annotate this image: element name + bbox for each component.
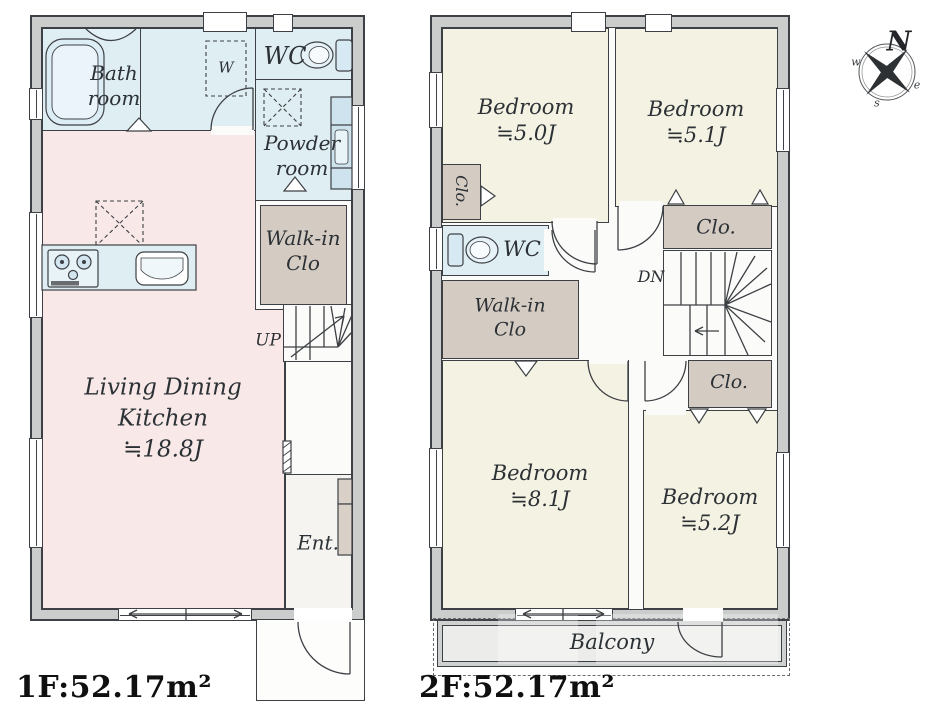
stairs-up-label: UP — [255, 330, 281, 351]
door-opening — [589, 356, 628, 364]
room-ldk — [42, 129, 285, 609]
window — [351, 105, 365, 190]
wc-2f-label: WC — [503, 236, 541, 261]
room-walkin-2f — [442, 280, 579, 359]
watermark-artifact — [498, 614, 578, 664]
compass-west-label: w — [851, 55, 861, 69]
compass-south-label: s — [874, 96, 880, 110]
compass-north-label: N — [886, 26, 912, 58]
room-closet-bottomright — [688, 360, 772, 408]
window — [29, 212, 43, 318]
window — [429, 227, 443, 271]
room-storage-1f — [285, 361, 352, 476]
door-opening — [683, 608, 723, 621]
compass-east-label: e — [913, 78, 921, 92]
bedroom-se-label: Bedroom≒5.2J — [661, 484, 759, 535]
area-label-1f: 1F:52.17m² — [16, 670, 213, 705]
wc-1f-label: WC — [263, 42, 307, 70]
room-bedroom-ne — [615, 28, 778, 207]
door-opening — [619, 201, 663, 209]
closet-left-label: Clo. — [452, 175, 471, 207]
balcony-label: Balcony — [569, 629, 655, 654]
walkin-1f-closet-box — [260, 205, 347, 305]
room-stairs-2f — [663, 250, 772, 356]
window — [776, 452, 790, 548]
window — [29, 438, 43, 548]
closet-topright-label: Clo. — [696, 214, 736, 239]
entrance-porch — [256, 620, 365, 701]
bedroom-sw-label: Bedroom≒8.1J — [491, 460, 589, 511]
room-closet-topright — [663, 205, 772, 249]
window — [776, 88, 790, 152]
door-opening — [544, 229, 553, 271]
room-bedroom-se — [643, 410, 778, 609]
door-opening — [211, 126, 254, 135]
window — [429, 72, 443, 128]
washer-label: W — [218, 58, 234, 77]
stairs-dn-label: DN — [637, 267, 665, 286]
closet-bottomright-label: Clo. — [710, 371, 748, 394]
balcony — [437, 620, 787, 667]
entrance-label: Ent. — [297, 530, 339, 555]
door-opening — [646, 406, 686, 415]
window — [29, 88, 43, 120]
window — [429, 448, 443, 548]
room-washroom — [140, 28, 256, 131]
vent-tab — [645, 14, 672, 32]
bedroom-ne-label: Bedroom≒5.1J — [647, 96, 745, 147]
room-walkin-1f — [255, 200, 352, 310]
room-stairs-1f — [283, 304, 352, 362]
sliding-window — [118, 608, 252, 621]
vent-tab — [273, 14, 293, 32]
door-opening — [294, 608, 352, 621]
vent-tab — [571, 12, 606, 32]
vent-tab — [203, 12, 247, 32]
bedroom-nw-label: Bedroom≒5.0J — [477, 94, 575, 145]
door-opening — [553, 218, 597, 225]
area-label-2f: 2F:52.17m² — [419, 670, 616, 705]
